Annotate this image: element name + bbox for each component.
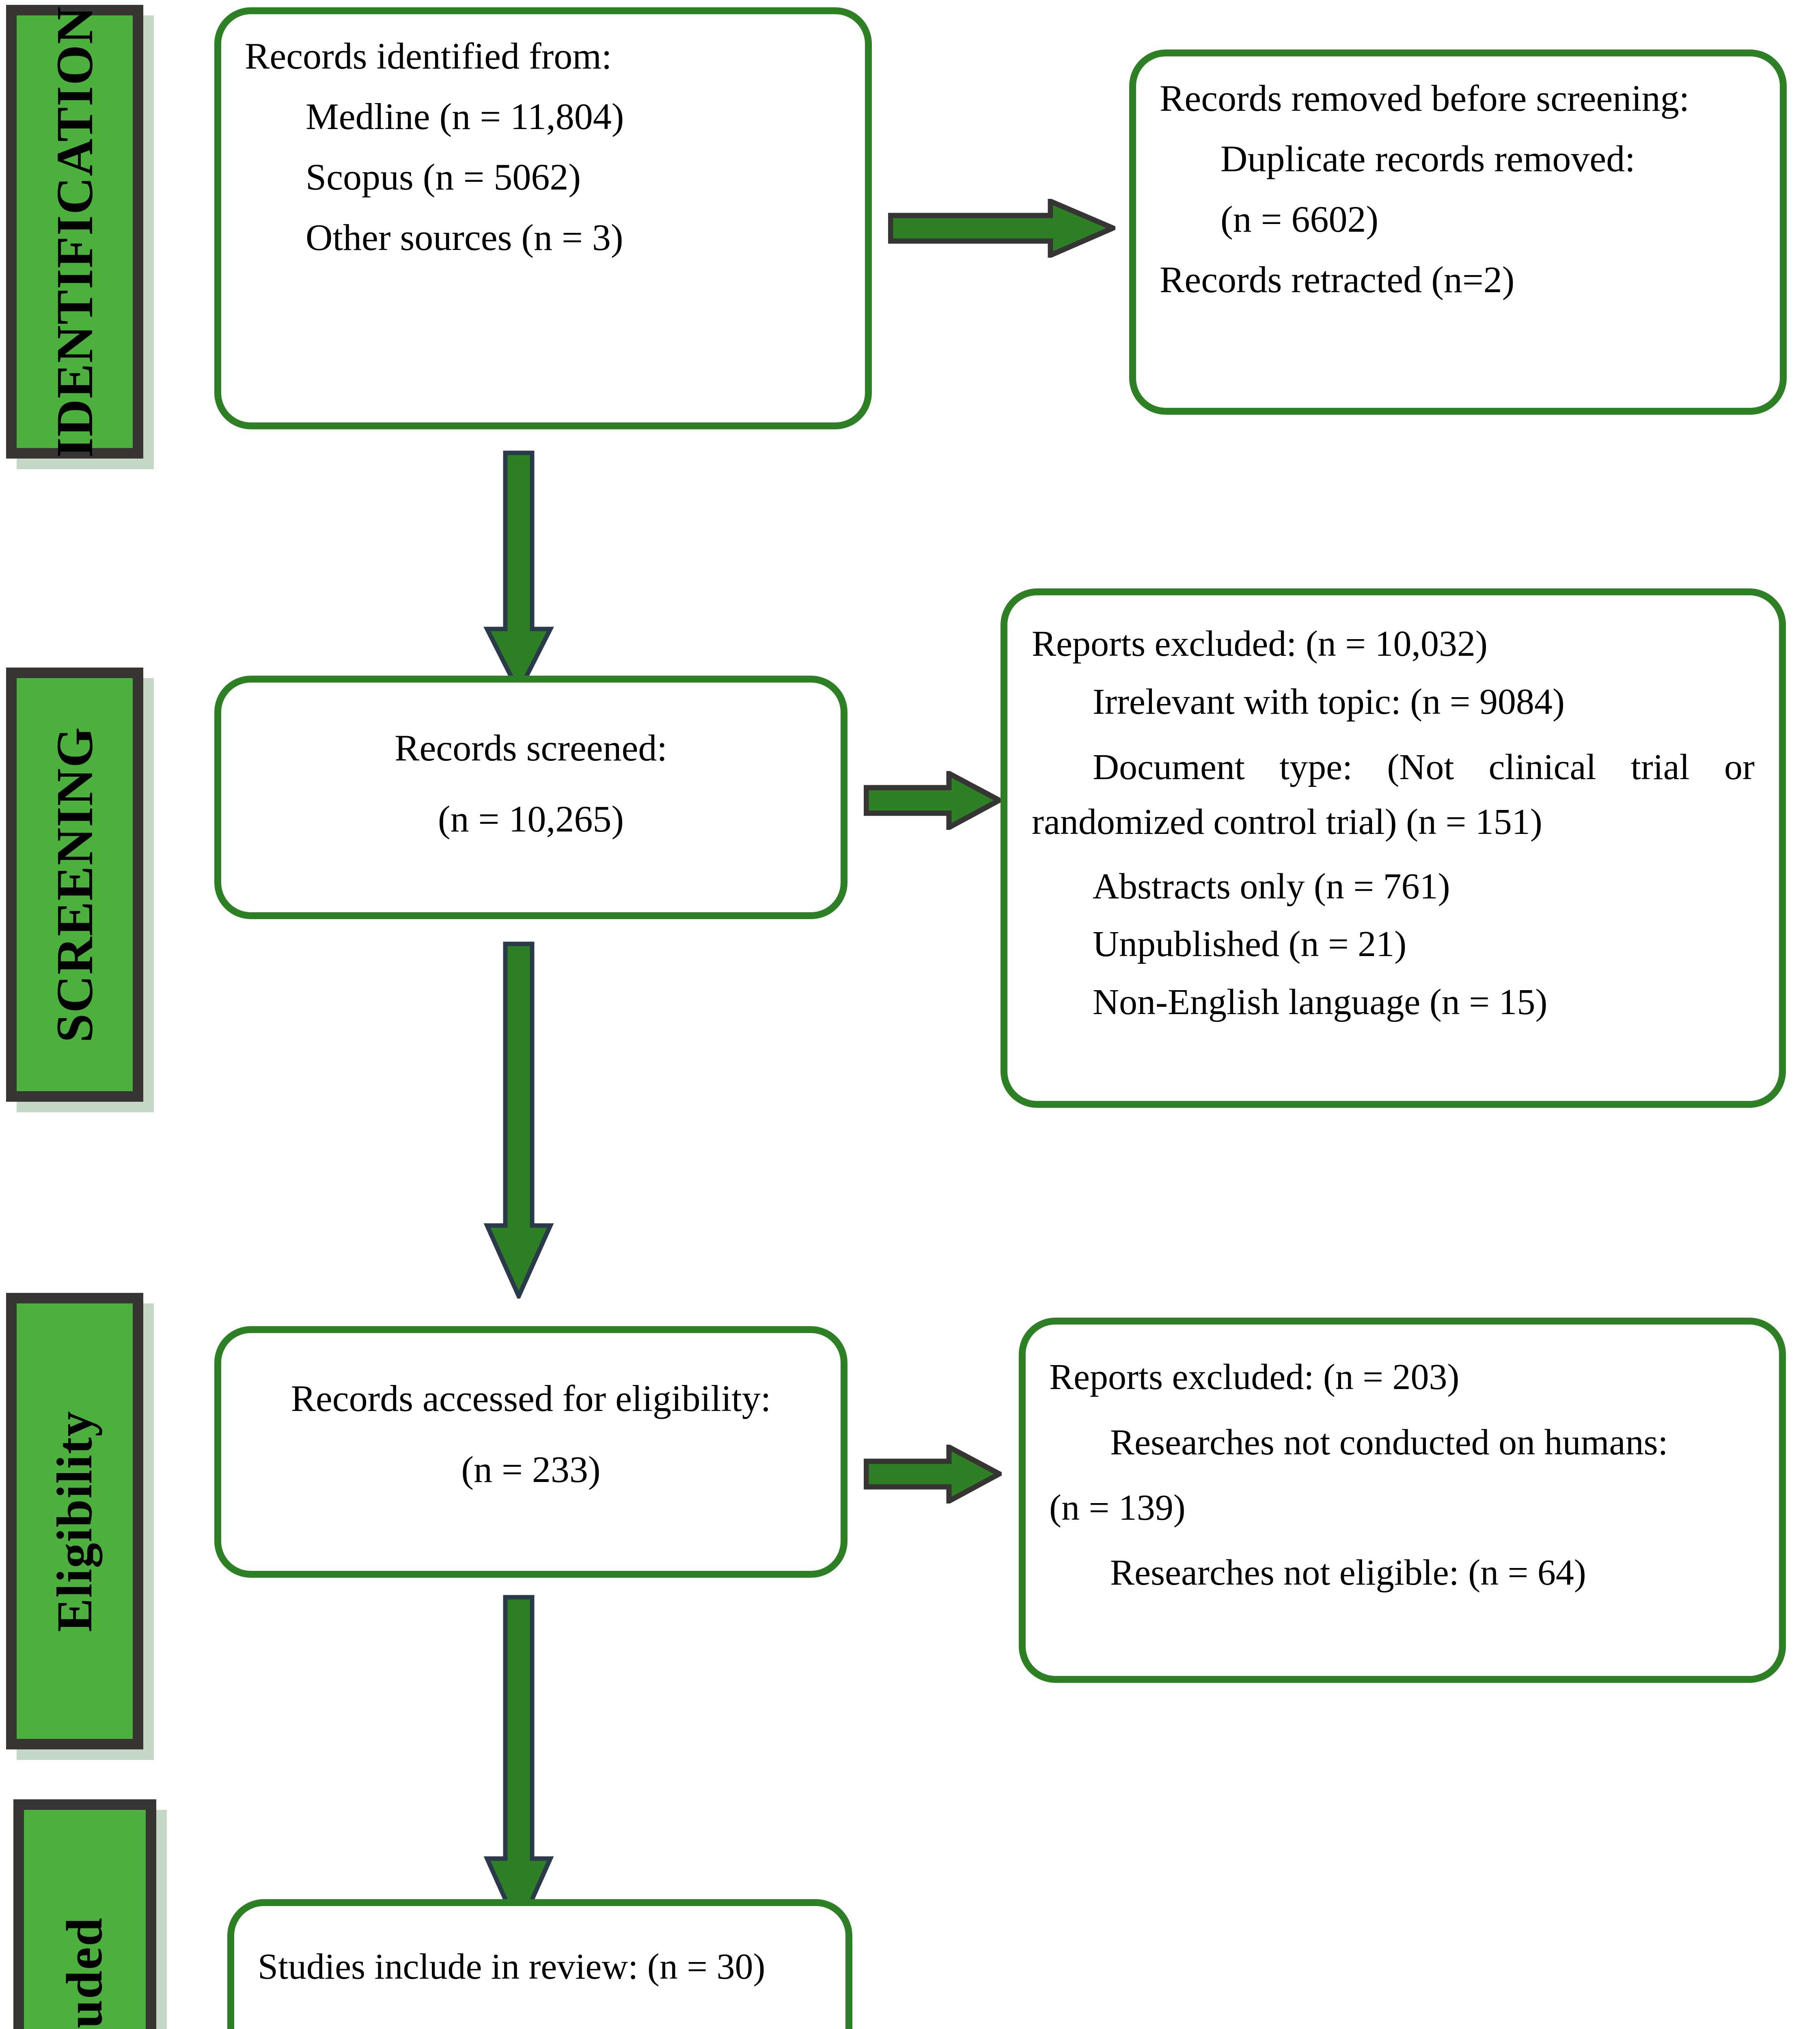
stage-bar-identification: IDENTIFICATION [6,5,143,459]
studies-included-body: Studies include in review: (n = 30) [234,1906,845,2009]
arrow-eligibility-to-excluded [864,1445,1002,1503]
reports-excluded-screening-line-0: Reports excluded: (n = 10,032) [1032,624,1488,664]
records-eligibility-line-1: (n = 233) [461,1449,601,1491]
records-eligibility-box: Records accessed for eligibility: (n = 2… [214,1326,847,1578]
records-screened-box: Records screened: (n = 10,265) [214,676,847,919]
reports-excluded-screening-line-4: Unpublished (n = 21) [1093,924,1407,965]
records-identified-box: Records identified from: Medline (n = 11… [214,7,872,429]
records-removed-line-1: Duplicate records removed: [1221,138,1635,180]
stage-bar-eligibility-fill: Eligibility [17,1303,133,1739]
records-removed-line-3: Records retracted (n=2) [1160,259,1515,301]
records-screened-body: Records screened: (n = 10,265) [221,683,841,861]
records-identified-line-2: Scopus (n = 5062) [306,156,581,198]
stage-bar-identification-label: IDENTIFICATION [45,6,104,458]
stage-bar-identification-fill: IDENTIFICATION [17,6,133,458]
arrow-right-icon [864,1445,1002,1503]
arrow-down-icon [483,941,554,1299]
reports-excluded-screening-line-1: Irrelevant with topic: (n = 9084) [1093,681,1565,722]
reports-excluded-eligibility-line-1: Researches not conducted on humans: [1110,1422,1668,1463]
arrow-identified-to-screened [482,450,555,694]
reports-excluded-eligibility-box: Reports excluded: (n = 203) Researches n… [1019,1318,1786,1683]
records-eligibility-body: Records accessed for eligibility: (n = 2… [221,1333,841,1512]
stage-bar-screening: SCREENING [6,668,143,1102]
reports-excluded-eligibility-line-3: Researches not eligible: (n = 64) [1110,1553,1586,1593]
reports-excluded-screening-line-2: Document type: (Not clinical trial or ra… [1032,747,1755,842]
arrow-screened-to-eligibility [482,941,555,1299]
records-screened-line-1: (n = 10,265) [438,798,624,840]
records-identified-line-3: Other sources (n = 3) [306,217,623,258]
reports-excluded-screening-line-3: Abstracts only (n = 761) [1093,866,1450,907]
stage-bar-included-fill: Included [24,1810,146,2029]
records-removed-body: Records removed before screening: Duplic… [1136,56,1780,322]
studies-included-box: Studies include in review: (n = 30) [227,1899,852,2029]
records-screened-line-0: Records screened: [395,727,667,769]
arrow-eligibility-to-included [482,1595,555,1932]
arrow-right-icon [864,771,1002,830]
stage-bar-eligibility: Eligibility [6,1293,143,1749]
stage-bar-included-label: Included [56,1917,113,2029]
stage-bar-included: Included [13,1799,156,2029]
reports-excluded-screening-box: Reports excluded: (n = 10,032) Irrelevan… [1001,588,1786,1108]
records-removed-box: Records removed before screening: Duplic… [1129,50,1787,415]
records-removed-line-0: Records removed before screening: [1160,78,1690,119]
stage-bar-eligibility-label: Eligibility [47,1410,102,1632]
records-identified-body: Records identified from: Medline (n = 11… [221,14,865,280]
reports-excluded-eligibility-line-0: Reports excluded: (n = 203) [1049,1357,1460,1397]
reports-excluded-screening-body: Reports excluded: (n = 10,032) Irrelevan… [1007,595,1779,1051]
records-identified-line-0: Records identified from: [245,35,612,77]
arrow-right-icon [888,199,1115,258]
arrow-identified-to-removed [888,199,1115,258]
reports-excluded-eligibility-body: Reports excluded: (n = 203) Researches n… [1026,1325,1779,1626]
arrow-screened-to-excluded [864,771,1002,830]
reports-excluded-eligibility-line-2: (n = 139) [1049,1487,1186,1528]
records-removed-line-2: (n = 6602) [1221,198,1379,240]
stage-bar-screening-fill: SCREENING [17,678,133,1091]
reports-excluded-screening-line-5: Non-English language (n = 15) [1093,982,1548,1023]
studies-included-line-0: Studies include in review: (n = 30) [258,1947,766,1987]
arrow-down-icon [483,450,554,694]
arrow-down-icon [483,1595,554,1932]
records-identified-line-1: Medline (n = 11,804) [306,96,624,138]
records-eligibility-line-0: Records accessed for eligibility: [291,1378,771,1419]
stage-bar-screening-label: SCREENING [45,726,104,1043]
